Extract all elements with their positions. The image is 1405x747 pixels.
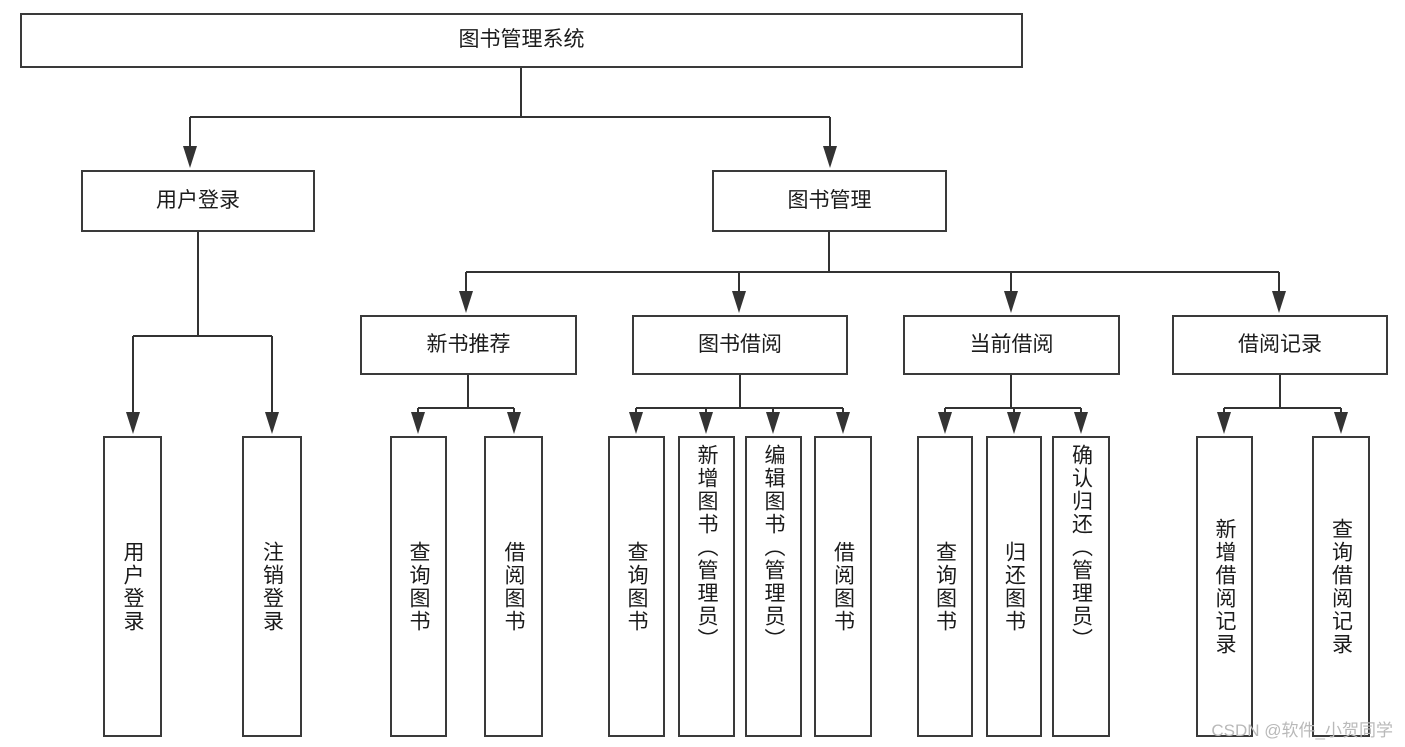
arrowhead-icon — [1074, 412, 1088, 434]
arrowhead-icon — [1007, 412, 1021, 434]
level2-node-0[interactable]: 用户登录 — [81, 170, 315, 232]
leaf-node-2[interactable]: 查询图书 — [390, 436, 447, 737]
leaf-node-12[interactable]: 查询借阅记录 — [1312, 436, 1370, 737]
node-label: 注销登录 — [260, 540, 284, 633]
arrowhead-icon — [836, 412, 850, 434]
node-label: 新书推荐 — [426, 332, 511, 356]
arrowhead-icon — [411, 412, 425, 434]
leaf-node-1[interactable]: 注销登录 — [242, 436, 302, 737]
node-label: 图书管理系统 — [458, 28, 585, 52]
node-label: 借阅图书 — [831, 540, 855, 633]
node-label: 借阅图书 — [502, 540, 525, 633]
node-label: 查询图书 — [933, 540, 957, 633]
node-label: 借阅记录 — [1238, 332, 1322, 356]
node-label: 用户登录 — [121, 540, 144, 633]
node-label: 图书借阅 — [698, 332, 782, 356]
node-label: 当前借阅 — [969, 332, 1054, 356]
level3-node-1[interactable]: 图书借阅 — [632, 315, 848, 375]
root-node-root[interactable]: 图书管理系统 — [20, 13, 1023, 68]
arrowhead-icon — [1217, 412, 1231, 434]
arrowhead-icon — [183, 146, 197, 168]
node-label: 确认归还（管理员） — [1069, 444, 1093, 651]
arrowhead-icon — [265, 412, 279, 434]
node-label: 用户登录 — [156, 188, 240, 212]
leaf-node-5[interactable]: 新增图书（管理员） — [678, 436, 735, 737]
node-label: 图书管理 — [787, 188, 872, 212]
arrowhead-icon — [732, 291, 746, 313]
leaf-node-7[interactable]: 借阅图书 — [814, 436, 872, 737]
arrowhead-icon — [126, 412, 140, 434]
node-label: 查询借阅记录 — [1329, 517, 1353, 656]
node-label: 查询图书 — [407, 540, 430, 633]
node-label: 新增图书（管理员） — [695, 444, 718, 651]
level2-node-1[interactable]: 图书管理 — [712, 170, 947, 232]
node-label: 新增借阅记录 — [1213, 517, 1236, 656]
level3-node-0[interactable]: 新书推荐 — [360, 315, 577, 375]
arrowhead-icon — [938, 412, 952, 434]
arrowhead-icon — [699, 412, 713, 434]
node-label: 查询图书 — [625, 540, 648, 633]
arrowhead-icon — [459, 291, 473, 313]
level3-node-3[interactable]: 借阅记录 — [1172, 315, 1388, 375]
leaf-node-6[interactable]: 编辑图书（管理员） — [745, 436, 802, 737]
node-label: 编辑图书（管理员） — [762, 444, 785, 651]
leaf-node-3[interactable]: 借阅图书 — [484, 436, 543, 737]
leaf-node-10[interactable]: 确认归还（管理员） — [1052, 436, 1110, 737]
arrowhead-icon — [1272, 291, 1286, 313]
arrowhead-icon — [1004, 291, 1018, 313]
arrowhead-icon — [823, 146, 837, 168]
leaf-node-4[interactable]: 查询图书 — [608, 436, 665, 737]
arrowhead-icon — [629, 412, 643, 434]
leaf-node-0[interactable]: 用户登录 — [103, 436, 162, 737]
leaf-node-9[interactable]: 归还图书 — [986, 436, 1042, 737]
arrowhead-icon — [507, 412, 521, 434]
leaf-node-11[interactable]: 新增借阅记录 — [1196, 436, 1253, 737]
node-label: 归还图书 — [1002, 540, 1026, 633]
arrowhead-icon — [1334, 412, 1348, 434]
arrowhead-icon — [766, 412, 780, 434]
level3-node-2[interactable]: 当前借阅 — [903, 315, 1120, 375]
leaf-node-8[interactable]: 查询图书 — [917, 436, 973, 737]
